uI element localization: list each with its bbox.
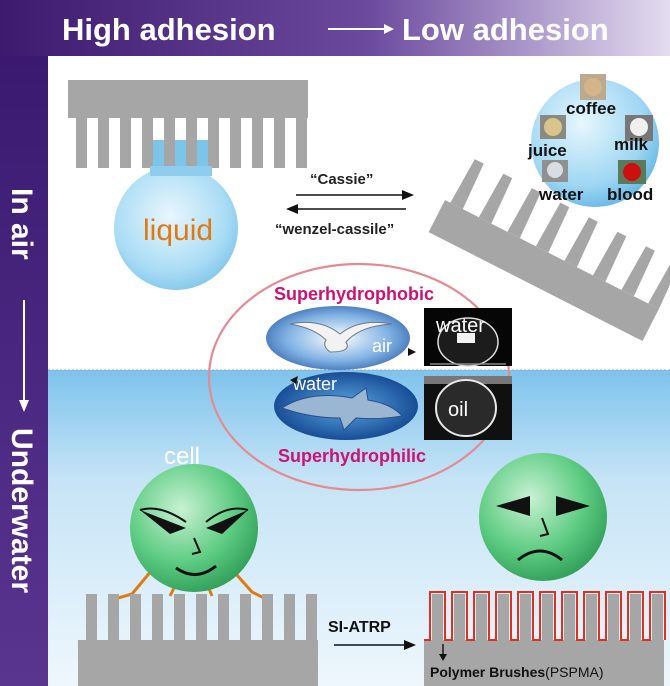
liquid-drop	[114, 140, 238, 290]
bird-photo	[266, 306, 410, 370]
liquid-label: liquid	[143, 214, 213, 247]
si-atrp-arrow-head	[404, 640, 416, 650]
liquid-milk-label: milk	[614, 135, 649, 154]
liquid-water-label: water	[538, 185, 584, 204]
water-drop-photo	[424, 308, 512, 367]
liquid-coffee-label: coffee	[566, 99, 616, 118]
brushed-pillar-surface	[424, 591, 666, 686]
shark-photo	[274, 372, 418, 440]
polymer-brushes-abbr: (PSPMA)	[545, 664, 603, 680]
tilted-pillar-surface	[428, 159, 670, 342]
oil-drop-photo	[424, 376, 512, 440]
wenzel-cassie-label: “wenzel-cassile”	[275, 221, 394, 238]
side-bottom-label: Underwater	[5, 428, 38, 593]
si-atrp-label: SI-ATRP	[328, 619, 391, 636]
sad-cell	[479, 453, 607, 581]
side-arrow-head	[19, 400, 29, 412]
liquid-blood-label: blood	[607, 185, 653, 204]
oil-drop-label: oil	[448, 399, 468, 421]
brushes-pointer-head	[439, 654, 447, 661]
water-pointer	[290, 376, 298, 384]
liquid-swatches	[540, 74, 653, 184]
fish-water-label: water	[292, 374, 337, 394]
air-pointer	[408, 348, 416, 356]
polymer-brushes-label: Polymer Brushes(PSPMA)	[430, 664, 604, 680]
angry-cell	[117, 464, 265, 600]
superhydrophobic-title: Superhydrophobic	[274, 284, 434, 304]
wenzel-arrow-head	[286, 204, 298, 214]
superhydrophilic-title: Superhydrophilic	[278, 446, 426, 466]
cassie-label: “Cassie”	[310, 171, 373, 188]
air-pillar-surface	[68, 80, 308, 168]
header-right-label: Low adhesion	[402, 12, 609, 47]
cassie-arrow-head	[402, 190, 414, 200]
air-label: air	[372, 336, 392, 356]
header-left-label: High adhesion	[62, 12, 276, 47]
liquid-juice-label: juice	[527, 141, 567, 160]
header-arrow-head	[384, 24, 394, 34]
underwater-pillar-surface	[78, 594, 318, 686]
water-drop-label: water	[435, 315, 485, 337]
polymer-brushes-name: Polymer Brushes	[430, 664, 545, 680]
side-top-label: In air	[5, 188, 38, 260]
